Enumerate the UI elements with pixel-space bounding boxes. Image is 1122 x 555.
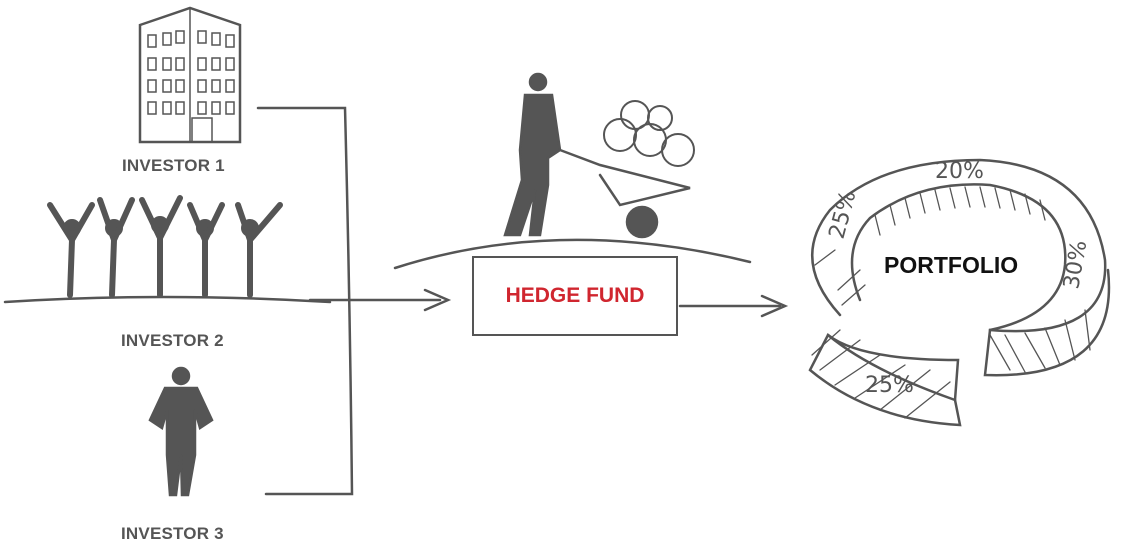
- segment-label: 20%: [935, 159, 984, 184]
- segment-label: 25%: [865, 373, 914, 398]
- investor-1-label: INVESTOR 1: [122, 156, 225, 175]
- portfolio-label: PORTFOLIO: [884, 252, 1019, 278]
- portfolio-ring: 25% 20% 30% 25%: [808, 158, 1111, 427]
- hedge-fund-label: HEDGE FUND: [505, 284, 645, 307]
- crowd-icon: [3, 195, 332, 304]
- hill-line: [393, 238, 752, 270]
- hedge-fund-box: HEDGE FUND: [472, 256, 678, 336]
- investor-3-label: INVESTOR 3: [121, 524, 224, 543]
- wheelbarrow-money-icon: [503, 72, 695, 239]
- segment-label: 25%: [825, 188, 862, 242]
- investor-2-label: INVESTOR 2: [121, 331, 224, 350]
- connector-lines: [256, 106, 789, 496]
- businessman-icon: [148, 366, 214, 497]
- building-icon: [138, 6, 242, 144]
